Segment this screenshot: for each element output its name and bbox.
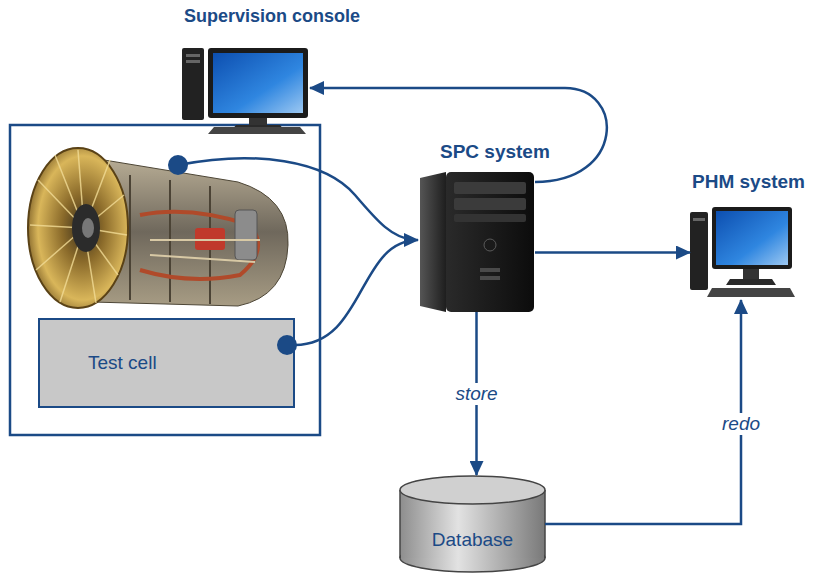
test-cell-box: Test cell	[38, 318, 295, 408]
engine-illustration	[28, 148, 288, 308]
sensor-dot	[277, 335, 297, 355]
node-label: Test cell	[88, 352, 157, 374]
sensor-dot	[168, 155, 188, 175]
server-node: SPC system	[418, 172, 535, 312]
node-heading: PHM system	[692, 171, 805, 193]
node-label: Database	[432, 529, 513, 551]
server-tower-icon	[420, 172, 534, 312]
connector-arrow	[310, 88, 607, 182]
workstation-node: PHM system	[690, 205, 792, 300]
edge-label: redo	[717, 413, 765, 435]
workstation-icon	[690, 207, 795, 297]
connector-arrow	[295, 240, 418, 345]
workstation-icon	[182, 48, 308, 134]
database-node: Database	[400, 475, 545, 573]
node-heading: SPC system	[440, 141, 550, 163]
edge-label: store	[450, 383, 502, 405]
enclosure-frame	[10, 125, 320, 435]
database-cylinder	[400, 476, 545, 572]
workstation-node: Supervision console	[180, 42, 310, 134]
connector-arrow	[535, 251, 690, 254]
sensor-wire	[178, 158, 414, 240]
node-heading: Supervision console	[184, 6, 360, 27]
connector-arrow	[545, 300, 741, 524]
